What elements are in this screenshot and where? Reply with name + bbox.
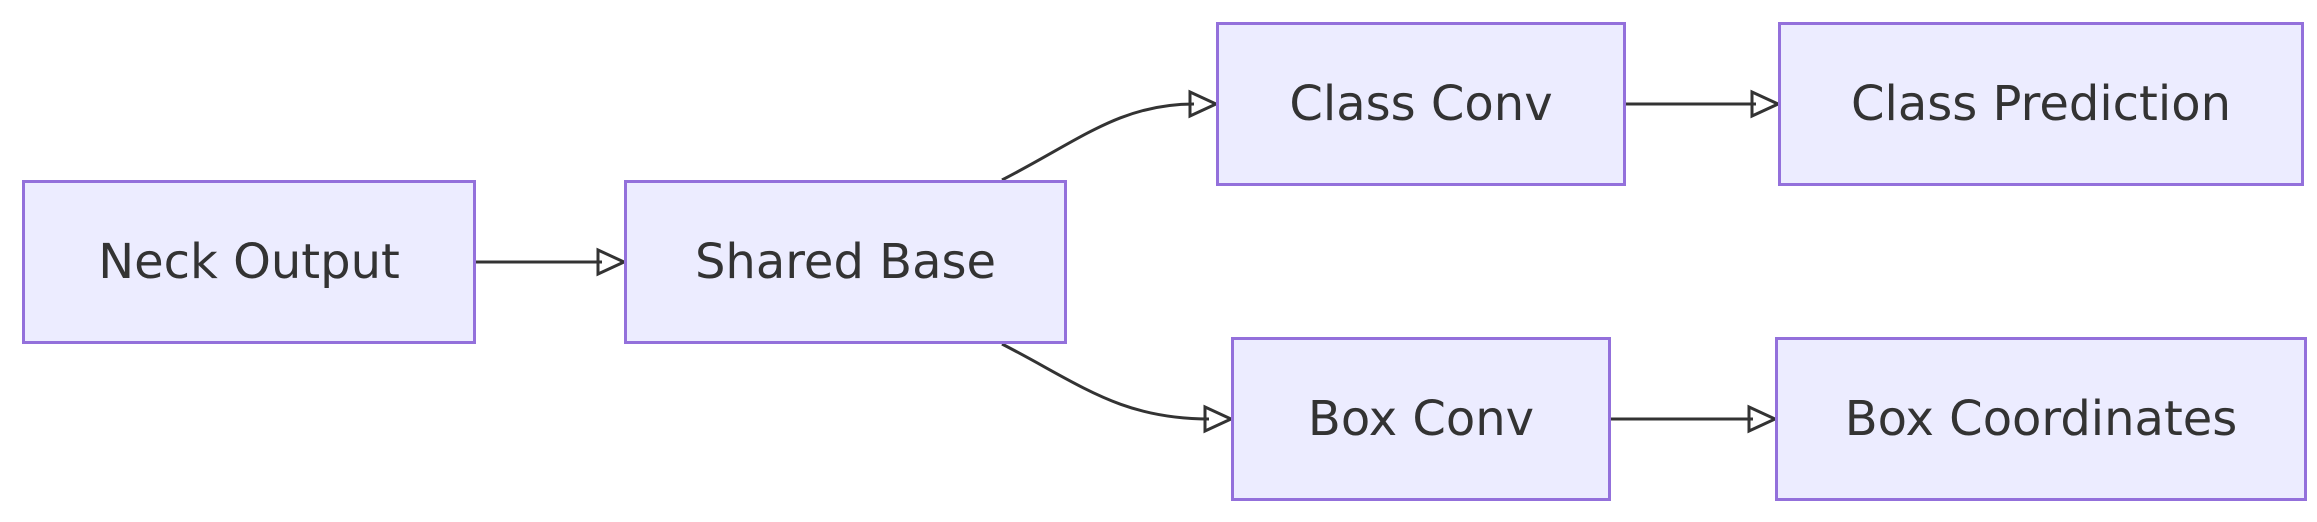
edge-class-conv-to-class-prediction (1626, 89, 1782, 119)
node-box-coordinates-label: Box Coordinates (1844, 391, 2238, 447)
node-class-conv: Class Conv (1216, 22, 1626, 186)
edge-neck-output-to-shared-base (476, 247, 628, 277)
node-class-prediction: Class Prediction (1778, 22, 2304, 186)
node-shared-base: Shared Base (624, 180, 1067, 344)
arrowhead-box-conv (1203, 404, 1235, 434)
node-class-conv-label: Class Conv (1289, 76, 1553, 132)
arrowhead-box-coordinates (1747, 404, 1779, 434)
arrowhead-class-conv (1188, 89, 1220, 119)
node-shared-base-label: Shared Base (694, 234, 997, 290)
arrowhead-shared-base (596, 247, 628, 277)
edge-box-conv-to-box-coordinates (1611, 404, 1779, 434)
arrowhead-class-prediction (1750, 89, 1782, 119)
node-neck-output-label: Neck Output (98, 234, 400, 290)
node-neck-output: Neck Output (22, 180, 476, 344)
edge-shared-base-to-box-conv (1001, 342, 1235, 434)
node-box-conv: Box Conv (1231, 337, 1611, 501)
node-box-coordinates: Box Coordinates (1775, 337, 2307, 501)
node-class-prediction-label: Class Prediction (1851, 76, 2231, 132)
edge-shared-base-to-class-conv (1001, 89, 1220, 182)
node-box-conv-label: Box Conv (1307, 391, 1535, 447)
